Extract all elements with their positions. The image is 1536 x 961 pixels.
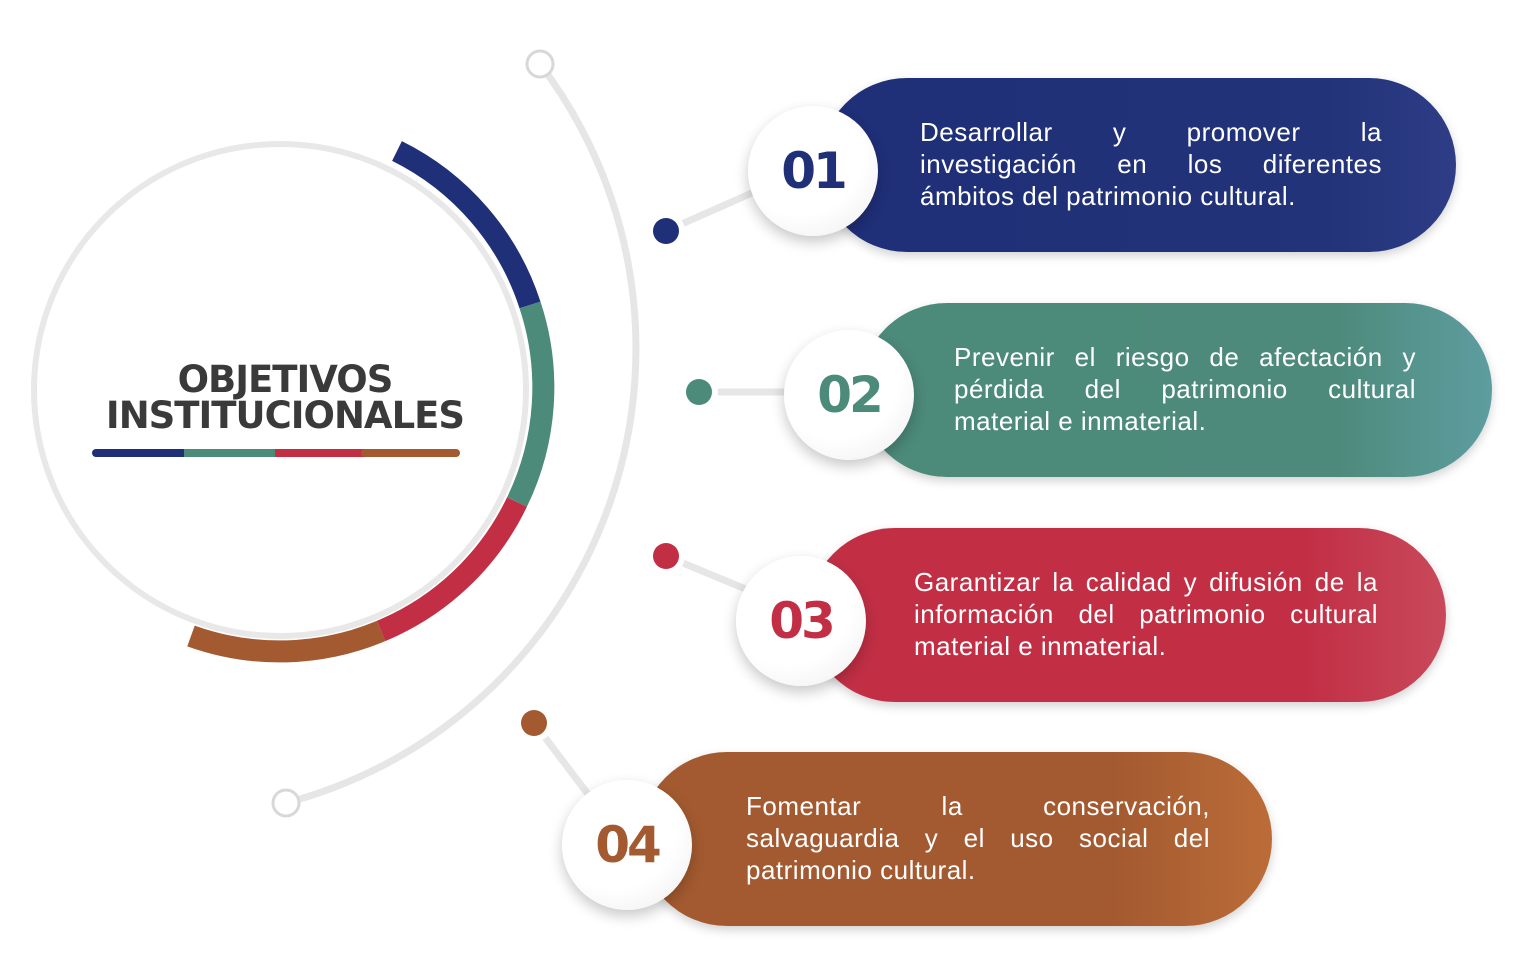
objective-pill-3: Garantizar la calidad y difusión de la i…	[808, 528, 1446, 702]
connector-arc	[285, 61, 640, 807]
ring-segment-blue	[392, 141, 541, 309]
title-line-1: OBJETIVOS	[177, 358, 394, 401]
arc-end-dot-top	[525, 49, 555, 79]
main-circle	[38, 148, 522, 632]
arc-dot-2-inner	[686, 379, 712, 405]
objective-number-4: 04	[562, 780, 692, 910]
objective-text-1: Desarrollar y promover la investigación …	[920, 117, 1382, 211]
diagram-title: OBJETIVOS INSTITUCIONALES	[60, 358, 510, 437]
ring-segment-teal	[507, 301, 555, 507]
objective-pill-4: Fomentar la conservación, salvaguardia y…	[640, 752, 1272, 926]
objective-text-3: Garantizar la calidad y difusión de la i…	[914, 567, 1378, 661]
objective-number-3: 03	[736, 556, 866, 686]
main-circle-shadow	[31, 141, 529, 639]
objective-number-2: 02	[784, 330, 914, 460]
objective-text-4: Fomentar la conservación, salvaguardia y…	[746, 791, 1210, 885]
ring-segment-brown	[187, 620, 386, 663]
objective-number-1: 01	[748, 106, 878, 236]
objective-pill-1: Desarrollar y promover la investigación …	[820, 78, 1456, 252]
objective-text-2: Prevenir el riesgo de afectación y pérdi…	[954, 342, 1416, 436]
objective-pill-2: Prevenir el riesgo de afectación y pérdi…	[860, 303, 1492, 477]
title-line-2: INSTITUCIONALES	[105, 394, 465, 437]
arc-dot-4-inner	[521, 710, 547, 736]
arc-dot-1-inner	[653, 218, 679, 244]
arc-dot-3-inner	[653, 543, 679, 569]
ring-segment-red	[376, 497, 527, 642]
arc-end-dot-bottom	[271, 788, 301, 818]
